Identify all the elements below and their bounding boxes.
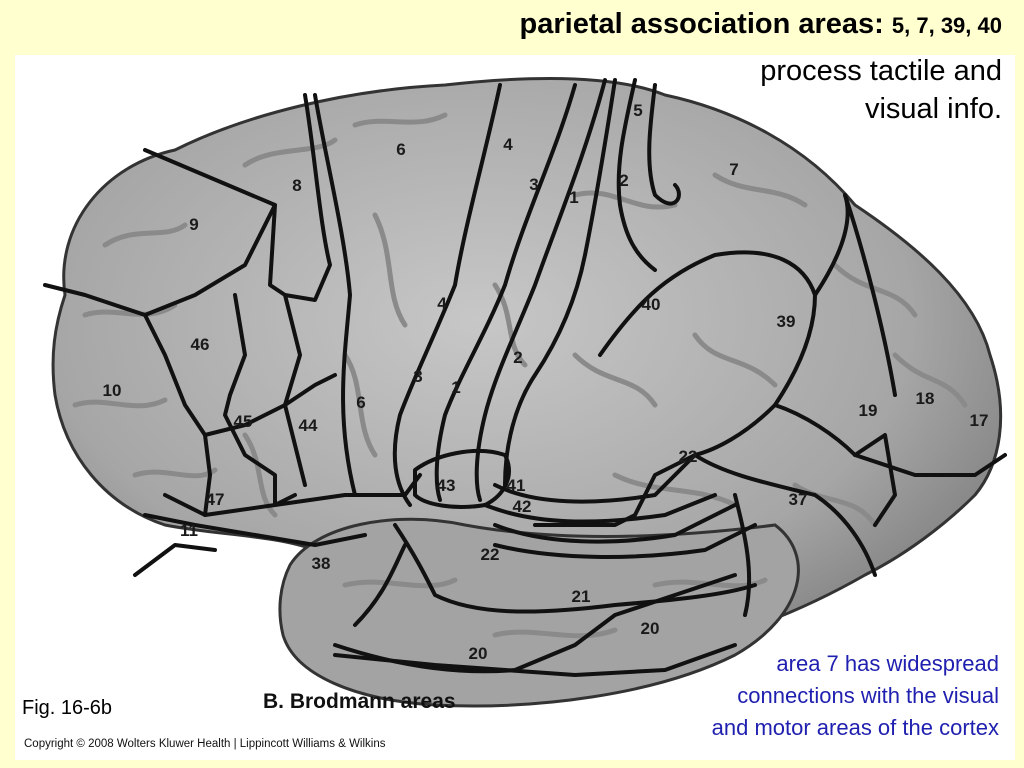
area-label-8: 8 bbox=[292, 176, 301, 195]
area-label-39: 39 bbox=[777, 312, 796, 331]
title-area-numbers: 5, 7, 39, 40 bbox=[891, 13, 1002, 38]
area-label-37: 37 bbox=[789, 490, 808, 509]
area-label-6-lower: 6 bbox=[356, 393, 365, 412]
area-label-18: 18 bbox=[916, 389, 935, 408]
note-line-1: area 7 has widespread bbox=[776, 651, 999, 676]
slide-title: parietal association areas: 5, 7, 39, 40 bbox=[520, 8, 1002, 41]
area-label-44: 44 bbox=[299, 416, 318, 435]
area-label-22-lower: 22 bbox=[481, 545, 500, 564]
area-label-17: 17 bbox=[970, 411, 989, 430]
area-label-3-upper: 3 bbox=[529, 175, 538, 194]
area-label-11: 11 bbox=[180, 521, 198, 540]
area-label-4-upper: 4 bbox=[503, 135, 513, 154]
area-label-38: 38 bbox=[312, 554, 331, 573]
title-text: parietal association areas: bbox=[519, 8, 884, 40]
area-label-43: 43 bbox=[437, 476, 456, 495]
area-boundaries bbox=[43, 78, 1007, 677]
area-label-22-upper: 22 bbox=[679, 447, 698, 466]
area-label-46: 46 bbox=[191, 335, 210, 354]
area-label-7: 7 bbox=[729, 160, 738, 179]
subtitle-line-2: visual info. bbox=[864, 93, 1002, 125]
area-label-5: 5 bbox=[633, 101, 642, 120]
figure-number: Fig. 16-6b bbox=[22, 697, 113, 719]
area-label-2-upper: 2 bbox=[619, 171, 628, 190]
area-label-4-lower: 4 bbox=[437, 294, 447, 313]
area-label-21: 21 bbox=[572, 587, 591, 606]
subtitle-line-1: process tactile and bbox=[760, 55, 1002, 87]
area-label-20-bottom: 20 bbox=[469, 644, 488, 663]
area-label-1-lower: 1 bbox=[451, 378, 460, 397]
note-line-2: connections with the visual bbox=[737, 683, 999, 708]
area-label-20-right: 20 bbox=[641, 619, 660, 638]
brodmann-figure: 8 9 6 4 3 1 2 5 7 46 10 45 44 6 4 3 1 2 … bbox=[15, 55, 1015, 760]
area-label-19: 19 bbox=[859, 401, 878, 420]
note-line-3: and motor areas of the cortex bbox=[711, 715, 999, 740]
area-label-47: 47 bbox=[206, 490, 225, 509]
area-label-42: 42 bbox=[513, 497, 532, 516]
brain-diagram: 8 9 6 4 3 1 2 5 7 46 10 45 44 6 4 3 1 2 … bbox=[43, 76, 1007, 708]
area-label-3-lower: 3 bbox=[413, 367, 422, 386]
slide-subtitle: process tactile and visual info. bbox=[760, 52, 1002, 128]
area-label-2-lower: 2 bbox=[513, 348, 522, 367]
area-label-1-upper: 1 bbox=[569, 188, 578, 207]
area-label-41: 41 bbox=[507, 476, 526, 495]
area-label-40: 40 bbox=[642, 295, 661, 314]
area-label-9: 9 bbox=[189, 215, 198, 234]
area-label-45: 45 bbox=[234, 412, 253, 431]
area-7-note: area 7 has widespread connections with t… bbox=[712, 648, 999, 744]
copyright-text: Copyright © 2008 Wolters Kluwer Health |… bbox=[24, 738, 386, 750]
area-label-6-upper: 6 bbox=[396, 140, 405, 159]
gyri-texture bbox=[72, 112, 968, 639]
figure-caption: B. Brodmann areas bbox=[263, 690, 456, 713]
area-label-10: 10 bbox=[103, 381, 122, 400]
